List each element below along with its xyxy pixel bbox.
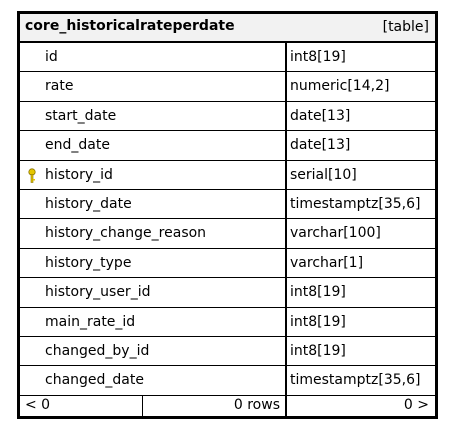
column-row: end_date date[13] [20,131,435,161]
column-divider [285,278,287,307]
column-divider [285,248,287,278]
column-name: main_rate_id [45,313,136,330]
column-type: int8[19] [290,284,346,301]
next-page-button[interactable]: 0 > [285,396,435,416]
column-divider [285,189,287,219]
table-kind: [table] [382,19,429,35]
column-row: start_date date[13] [20,101,435,132]
column-name: rate [45,78,74,95]
column-row: id int8[19] [20,43,435,73]
column-divider [285,336,287,366]
column-divider [285,72,287,101]
table-header: core_historicalrateperdate [table] [20,14,435,43]
column-type: date[13] [290,107,351,124]
column-name: history_change_reason [45,225,207,242]
column-name: changed_by_id [45,342,150,359]
column-row: history_id serial[10] [20,160,435,190]
column-type: int8[19] [290,49,346,65]
table-entity: core_historicalrateperdate [table] id int… [17,11,438,419]
column-type: int8[19] [290,313,346,330]
column-type: numeric[14,2] [290,78,390,95]
column-row: rate numeric[14,2] [20,72,435,102]
column-row: history_date timestamptz[35,6] [20,189,435,220]
column-name: end_date [45,137,110,154]
column-type: varchar[1] [290,254,364,271]
column-row: changed_date timestamptz[35,6] [20,366,435,396]
column-type: timestamptz[35,6] [290,372,421,389]
column-divider [285,131,287,160]
column-row: history_change_reason varchar[100] [20,219,435,249]
column-name: start_date [45,107,117,124]
column-name: history_type [45,254,132,271]
column-name: history_id [45,166,113,183]
column-type: serial[10] [290,166,357,183]
column-divider [285,366,287,395]
column-divider [285,43,287,72]
column-type: date[13] [290,137,351,154]
column-name: history_user_id [45,284,151,301]
table-footer: < 0 0 rows 0 > [20,395,435,416]
column-divider [285,101,287,131]
column-type: varchar[100] [290,225,381,242]
table-name: core_historicalrateperdate [25,18,235,34]
column-row: history_user_id int8[19] [20,278,435,308]
column-row: main_rate_id int8[19] [20,307,435,337]
column-row: history_type varchar[1] [20,248,435,279]
column-row: changed_by_id int8[19] [20,336,435,367]
column-name: changed_date [45,372,144,389]
column-type: timestamptz[35,6] [290,195,421,212]
prev-page-button[interactable]: < 0 [25,397,51,413]
column-divider [285,160,287,189]
column-divider [285,219,287,248]
column-type: int8[19] [290,342,346,359]
column-name: id [45,49,58,65]
key-icon [27,167,37,184]
row-count: 0 rows [142,396,285,416]
column-divider [285,307,287,336]
column-name: history_date [45,195,132,212]
